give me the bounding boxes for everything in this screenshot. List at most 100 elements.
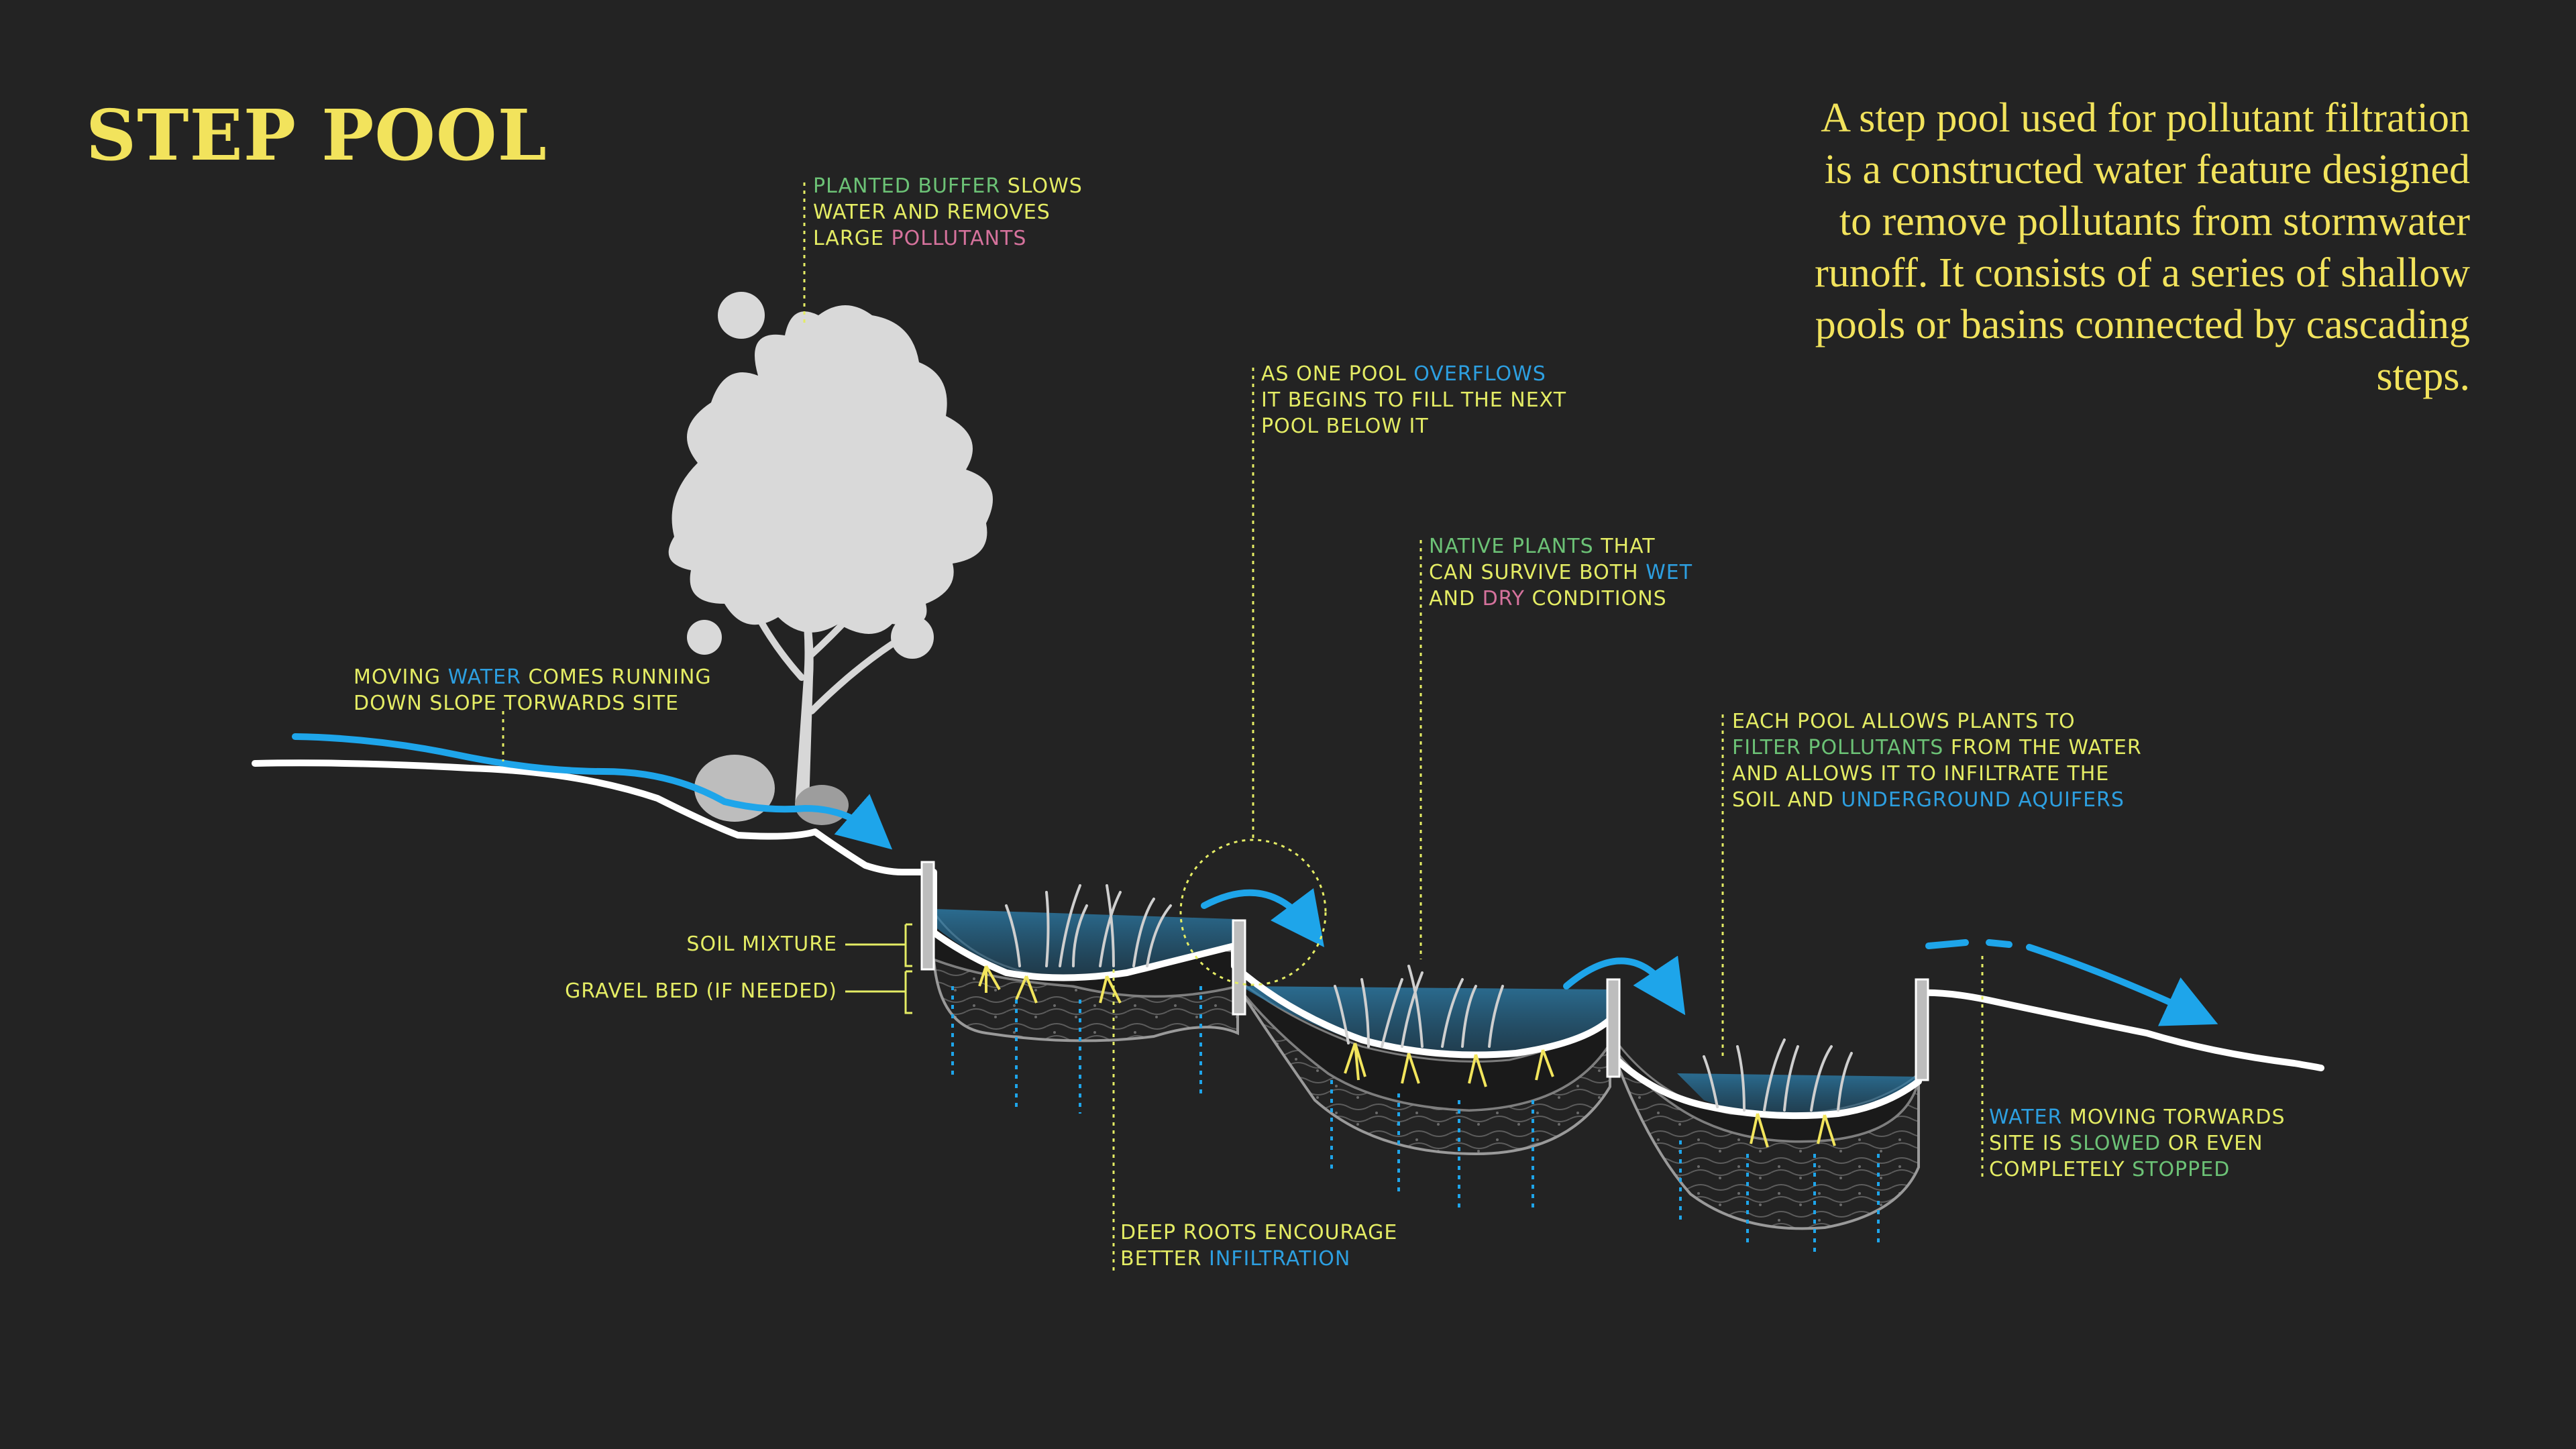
root-cluster — [1817, 1114, 1836, 1146]
annotation-text: MOVING TORWARDS — [2062, 1106, 2286, 1129]
annotation-text: OVERFLOWS — [1413, 362, 1546, 386]
annotation-text: WET — [1646, 561, 1693, 584]
annotation-text: SOIL MIXTURE — [686, 932, 837, 956]
tree-canopy — [668, 305, 993, 634]
annotation-text: UNDERGROUND AQUIFERS — [1841, 788, 2125, 812]
grass-clump-pool-3 — [1703, 1038, 1853, 1112]
annotation-text: WATER — [1989, 1106, 2063, 1129]
annotation-text: SLOWED — [2070, 1132, 2161, 1155]
annotation-line: GRAVEL BED (IF NEEDED) — [565, 978, 837, 1004]
annotation-line: LARGE POLLUTANTS — [813, 225, 1083, 252]
root-cluster — [1015, 975, 1038, 1004]
root-cluster — [1401, 1053, 1420, 1084]
annotation-text: WATER AND REMOVES — [813, 201, 1051, 224]
step-wall-2 — [1232, 919, 1246, 1016]
root-cluster — [978, 965, 1001, 993]
page-title: STEP POOL — [86, 94, 547, 176]
annotation-line: SOIL AND UNDERGROUND AQUIFERS — [1732, 787, 2142, 813]
annotation-text: PLANTED BUFFER — [813, 174, 1001, 198]
annotation-text: BETTER — [1120, 1247, 1209, 1271]
grass-clump-pool-1 — [1005, 884, 1172, 967]
water-flow-arrows — [292, 733, 2194, 1016]
annotation-line: WATER MOVING TORWARDS — [1989, 1104, 2286, 1130]
annotation-line: IT BEGINS TO FILL THE NEXT — [1261, 387, 1566, 413]
annotation-line: WATER AND REMOVES — [813, 199, 1083, 225]
annotation-text: OR EVEN — [2161, 1132, 2263, 1155]
canopy-cluster — [718, 292, 765, 339]
step-wall-3 — [1606, 978, 1621, 1078]
annotation-text: EACH POOL ALLOWS PLANTS TO — [1732, 710, 2076, 733]
canopy-cluster — [687, 620, 722, 655]
overflow-arrow-2 — [1563, 955, 1686, 1016]
annotation-text: POLLUTANTS — [891, 227, 1027, 250]
annotation-text: AND — [1429, 587, 1483, 610]
annotation-text: DEEP ROOTS ENCOURAGE — [1120, 1221, 1398, 1244]
root-cluster — [1535, 1049, 1554, 1081]
annotation-text: POOL BELOW IT — [1261, 415, 1429, 438]
surface-runoff-arrow — [292, 733, 893, 850]
grass-clump-pool-2 — [1334, 965, 1504, 1048]
step-walls — [920, 861, 1929, 1081]
annotation-line: DOWN SLOPE TORWARDS SITE — [354, 690, 712, 716]
tree-illustration — [668, 292, 993, 825]
description-paragraph: A step pool used for pollutant filtratio… — [1815, 95, 2470, 399]
annotation-line: COMPLETELY STOPPED — [1989, 1157, 2286, 1183]
annotation-text: STOPPED — [2132, 1158, 2231, 1181]
annotation-text: COMES RUNNING — [521, 665, 712, 689]
overflow-highlight-circle — [1179, 839, 1327, 986]
annotation-line: POOL BELOW IT — [1261, 413, 1566, 439]
annotation-text: NATIVE PLANTS — [1429, 535, 1594, 558]
annotation-text: CONDITIONS — [1524, 587, 1667, 610]
soil-mixture-label: SOIL MIXTURE — [686, 931, 837, 957]
gravel-bed-label: GRAVEL BED (IF NEEDED) — [565, 978, 837, 1004]
pool-2-water — [1241, 986, 1610, 1059]
slowed-water-arrow — [1925, 939, 2194, 1013]
soil-mixture-bracket — [845, 923, 912, 967]
gravel-bed-bracket — [845, 970, 912, 1014]
annotation-text: FILTER POLLUTANTS — [1732, 736, 1944, 759]
annotation-text: AS ONE POOL — [1261, 362, 1414, 386]
annotation-line: PLANTED BUFFER SLOWS — [813, 173, 1083, 199]
annotation-text: INFILTRATION — [1209, 1247, 1351, 1271]
annotation-text: AND ALLOWS IT TO INFILTRATE THE — [1732, 762, 2110, 786]
ground-surface-line — [252, 759, 2324, 1120]
annotation-line: SITE IS SLOWED OR EVEN — [1989, 1130, 2286, 1157]
annotation-text: LARGE — [813, 227, 892, 250]
annotation-text: SOIL AND — [1732, 788, 1841, 812]
annotation-text: GRAVEL BED (IF NEEDED) — [565, 979, 837, 1003]
wetland-grasses — [1005, 884, 1853, 1112]
annotation-line: AND ALLOWS IT TO INFILTRATE THE — [1732, 761, 2142, 787]
annotation-text: SLOWS — [1000, 174, 1083, 198]
root-cluster — [1468, 1054, 1487, 1087]
shrub — [694, 755, 775, 822]
annotation-text: WATER — [447, 665, 521, 689]
annotation-line: AS ONE POOL OVERFLOWS — [1261, 361, 1566, 387]
annotation-text: IT BEGINS TO FILL THE NEXT — [1261, 388, 1567, 412]
layer-brackets — [845, 923, 912, 1014]
overflow-arrow-1 — [1201, 888, 1325, 947]
annotation-line: BETTER INFILTRATION — [1120, 1246, 1397, 1272]
step-wall-4 — [1915, 978, 1929, 1081]
annotation-text: CAN SURVIVE BOTH — [1429, 561, 1646, 584]
infiltration-arrows — [951, 986, 1880, 1254]
annotation-line: SOIL MIXTURE — [686, 931, 837, 957]
pool-water — [934, 909, 1919, 1118]
root-cluster — [1344, 1042, 1366, 1081]
annotation-line: DEEP ROOTS ENCOURAGE — [1120, 1220, 1397, 1246]
annotation-text: DOWN SLOPE TORWARDS SITE — [354, 692, 680, 715]
leader-lines — [502, 182, 1984, 1271]
plant-roots — [978, 965, 1836, 1148]
annotation-text: MOVING — [354, 665, 448, 689]
moving-water-annotation: MOVING WATER COMES RUNNING DOWN SLOPE TOR… — [354, 664, 712, 716]
annotation-line: FILTER POLLUTANTS FROM THE WATER — [1732, 735, 2142, 761]
root-cluster — [1750, 1113, 1769, 1148]
annotation-line: AND DRY CONDITIONS — [1429, 586, 1693, 612]
